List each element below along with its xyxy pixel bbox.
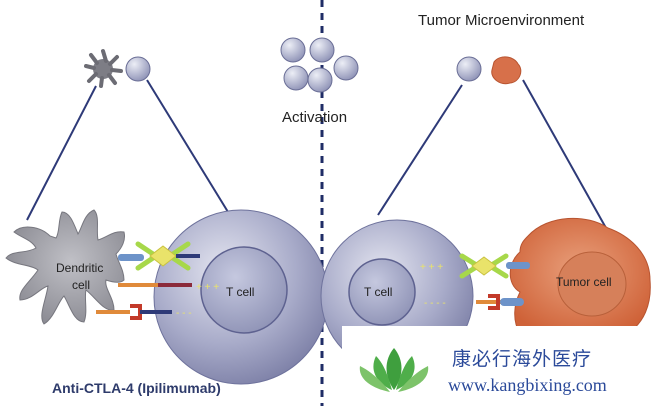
watermark-chinese: 康必行海外医疗 xyxy=(452,349,593,370)
small-tumor-cell xyxy=(491,56,522,85)
watermark-url: www.kangbixing.com xyxy=(448,375,607,395)
receptor-navy xyxy=(140,310,172,314)
watermark-logo-icon xyxy=(359,348,429,392)
left-panel: + + + - - - Dendritic cell T cell xyxy=(5,49,329,385)
t-cell-right-nucleus xyxy=(348,258,416,326)
activation-cluster xyxy=(280,37,359,93)
ctla4-yellow xyxy=(149,245,177,267)
connector-line xyxy=(377,84,463,216)
receptor-orange xyxy=(96,310,130,314)
receptor-red xyxy=(488,294,500,310)
small-dendritic-cell xyxy=(84,49,123,88)
label-drug: Anti-CTLA-4 (Ipilimumab) xyxy=(52,380,221,396)
connector-line xyxy=(522,79,607,229)
connector-line xyxy=(26,85,97,221)
dendritic-label-2: cell xyxy=(72,278,90,292)
dendritic-cell xyxy=(5,209,125,325)
receptor-blue xyxy=(118,254,144,261)
dendritic-label-1: Dendritic xyxy=(56,261,103,275)
cd28-red xyxy=(158,283,192,287)
arrows-yellow: + + + xyxy=(420,262,443,273)
receptor-red xyxy=(130,304,142,320)
small-t-cell-right xyxy=(456,56,482,82)
label-activation: Activation xyxy=(282,109,348,126)
receptor-blue xyxy=(506,262,530,269)
arrows-yellow: - - - xyxy=(176,308,192,319)
receptor-blue xyxy=(500,298,524,306)
t-cell-left-label: T cell xyxy=(226,285,254,299)
t-cell-left-nucleus xyxy=(200,246,288,334)
tumor-cell-label: Tumor cell xyxy=(556,275,612,289)
tumor-nucleus xyxy=(557,251,627,317)
arrows-yellow: + + + xyxy=(196,282,219,293)
receptor-orange xyxy=(118,283,158,287)
arrows-yellow: - - - - xyxy=(424,298,446,309)
connector-line xyxy=(146,79,237,226)
receptor-orange xyxy=(476,300,510,304)
small-t-cell xyxy=(125,56,151,82)
ctla4-yellow xyxy=(471,256,497,276)
right-panel: + + + - - - - T cell Tumor cell xyxy=(320,56,651,373)
t-cell-right-label: T cell xyxy=(364,285,392,299)
title-tumor-microenvironment: Tumor Microenvironment xyxy=(418,12,585,29)
